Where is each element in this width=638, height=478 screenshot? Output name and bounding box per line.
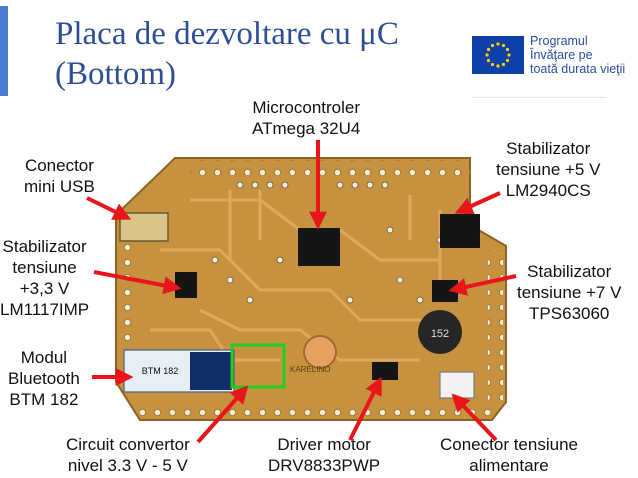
pcb-hole-column [488, 250, 503, 400]
arrow-reg33 [93, 270, 182, 295]
eu-text-line: Programul [530, 34, 588, 48]
label-regulator-5v: Stabilizator tensiune +5 V LM2940CS [496, 139, 601, 200]
label-microcontroller: Microcontroler ATmega 32U4 [252, 98, 361, 138]
pcb-hole-row [140, 403, 490, 418]
arrow-power [451, 393, 498, 442]
label-regulator-7v: Stabilizator tensiune +7 V TPS63060 [517, 262, 622, 323]
level-converter-highlight [230, 343, 286, 389]
accent-bar [0, 6, 8, 96]
arrow-reg7 [448, 274, 517, 296]
label-regulator-3v3: Stabilizator tensiune +3,3 V LM1117IMP [0, 237, 90, 319]
mounting-hole [303, 335, 337, 369]
motor-driver-chip [372, 362, 398, 380]
arrow-reg5 [454, 191, 501, 215]
inductor-marking: 152 [431, 328, 449, 340]
bluetooth-module-marking: BTM 182 [142, 366, 179, 376]
eu-program-logo-text: Programul Învăţare pe toată durata vieţi… [530, 34, 625, 76]
pcb-hole-column [118, 220, 133, 380]
slide-title: Placa de dezvoltare cu μC (Bottom) [55, 14, 399, 94]
title-line-2: (Bottom) [55, 56, 176, 92]
arrow-level [196, 385, 249, 444]
eu-stars-icon [485, 42, 511, 68]
logo-divider [472, 97, 606, 98]
regulator-3v3-chip [175, 272, 197, 298]
power-connector [439, 371, 475, 399]
arrow-usb [86, 196, 132, 220]
eu-text-line: toată durata vieţii [530, 62, 626, 76]
regulator-5v-chip [440, 214, 480, 248]
label-motor-driver: Driver motor DRV8833PWP [268, 435, 381, 475]
microcontroller-chip [298, 228, 340, 266]
pcb-hole-row [190, 160, 470, 175]
label-usb-connector: Conector mini USB [24, 156, 95, 196]
inductor [418, 310, 462, 354]
arrow-driver [348, 376, 382, 441]
callout-arrows [86, 140, 517, 444]
label-power-connector: Conector tensiune alimentare [440, 435, 578, 475]
eu-flag-logo [472, 36, 524, 74]
eu-text-line: Învăţare pe [530, 48, 593, 62]
label-bluetooth-module: Modul Bluetooth BTM 182 [8, 348, 80, 409]
bluetooth-module-shield [190, 352, 232, 390]
board-silkscreen: KARELINO [290, 365, 330, 374]
title-line-1: Placa de dezvoltare cu μC [55, 16, 399, 52]
label-level-converter: Circuit convertor nivel 3.3 V - 5 V [66, 435, 190, 475]
